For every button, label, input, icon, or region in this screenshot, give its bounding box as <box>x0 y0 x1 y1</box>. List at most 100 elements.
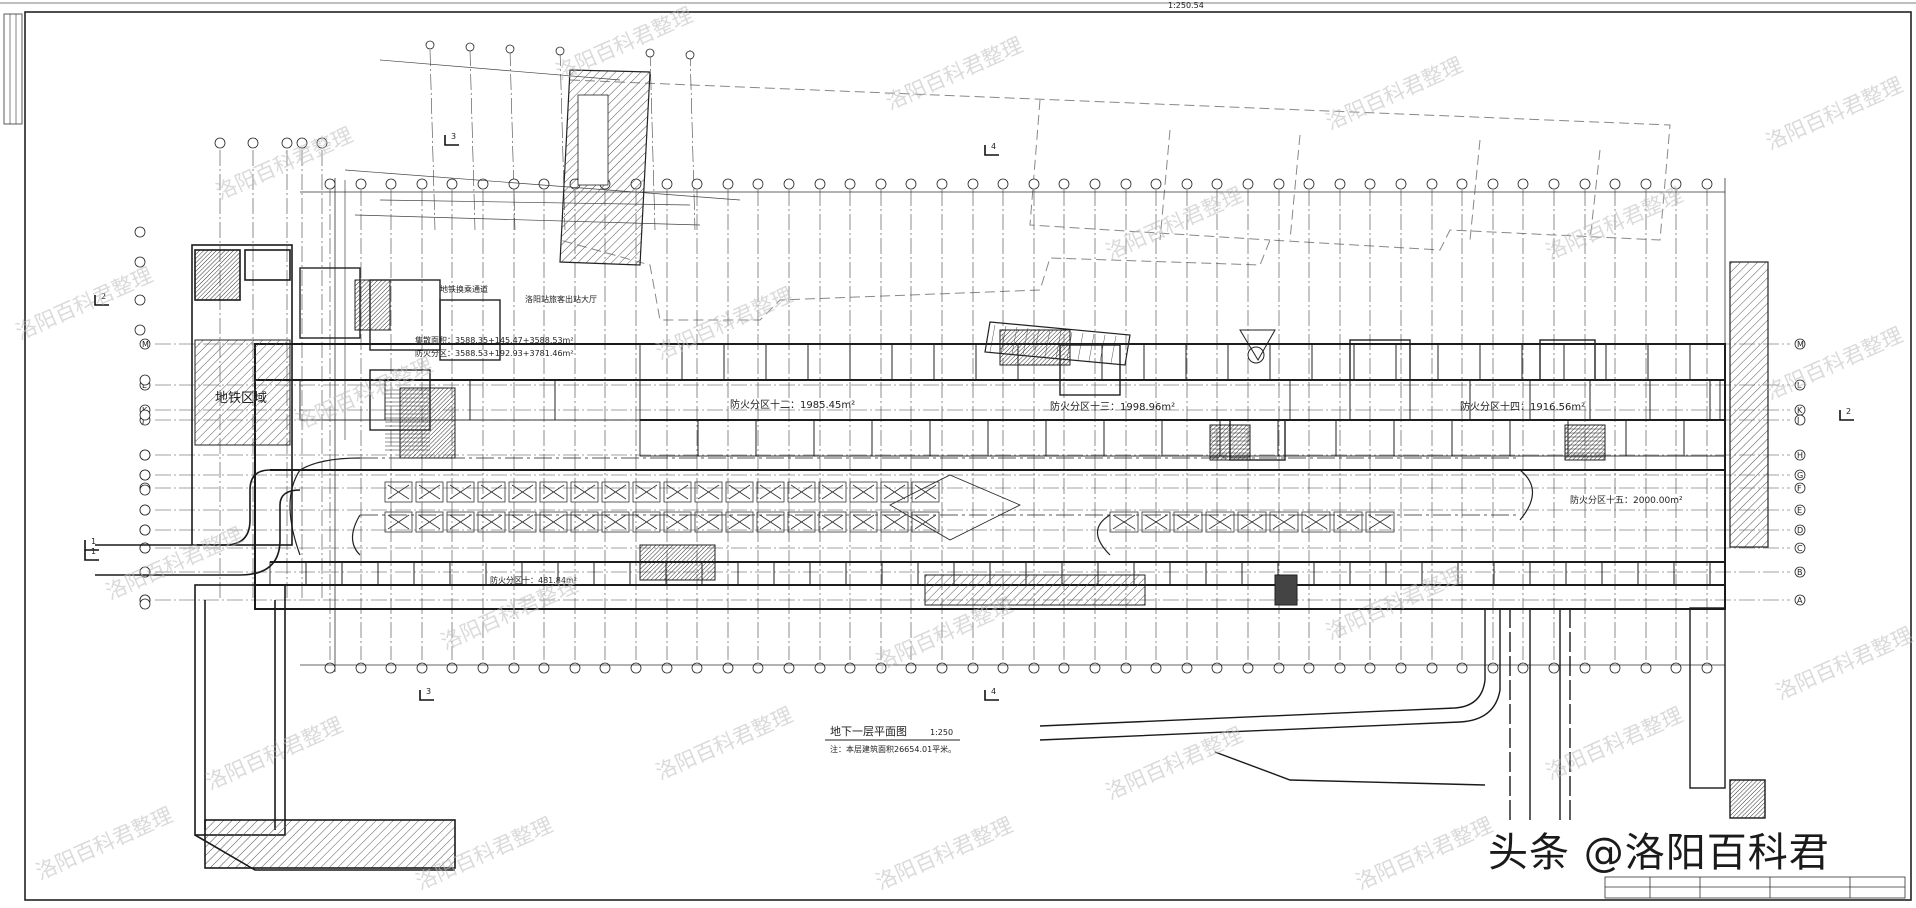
section-cut-label: 4 <box>991 687 996 696</box>
axis-bubble <box>875 178 887 190</box>
axis-bubble <box>1058 662 1070 674</box>
axis-bubble <box>1640 662 1652 674</box>
section-cut-mark <box>984 690 999 701</box>
axis-bubble <box>1028 662 1040 674</box>
escalator-step <box>1110 335 1117 364</box>
room <box>1313 561 1351 586</box>
parking-bay-mark <box>821 514 844 530</box>
axis-bubble <box>324 178 336 190</box>
left-axis-bubble <box>139 484 151 496</box>
parking-bay-mark <box>635 484 658 500</box>
axis-bubble <box>844 178 856 190</box>
escalator-step <box>1088 333 1095 362</box>
parking-bay-mark <box>852 484 875 500</box>
parking-bay <box>415 511 444 533</box>
watermark-text: 洛阳百科君整理 <box>1772 623 1916 705</box>
parking-bay-mark <box>542 514 565 530</box>
zone-label: 防火分区十五：2000.00m² <box>1570 494 1683 506</box>
escalator-step <box>989 324 996 353</box>
axis-bubble <box>1364 662 1376 674</box>
parking-bay-mark <box>635 514 658 530</box>
left-axis-bubble <box>139 504 151 516</box>
axis-bubble <box>1028 178 1040 190</box>
axis-bubble <box>1242 178 1254 190</box>
plan-title-block: 地下一层平面图 1:250 注：本层建筑面积26654.01平米。 <box>825 725 960 754</box>
row-axis-label: M <box>142 340 149 349</box>
axis-bubble <box>722 662 734 674</box>
axis-bubble <box>214 137 226 149</box>
stair-core <box>1349 339 1411 381</box>
column-axis-line <box>509 49 516 231</box>
escalator-step <box>1077 332 1084 361</box>
room <box>1673 561 1711 586</box>
room <box>1393 419 1453 457</box>
axis-bubble <box>1670 662 1682 674</box>
axis-bubble <box>844 662 856 674</box>
room <box>1589 379 1651 421</box>
room <box>737 561 775 586</box>
axis-bubble <box>538 662 550 674</box>
watermark-text: 洛阳百科君整理 <box>1102 183 1246 265</box>
row-axis-label: M <box>1797 340 1804 349</box>
room <box>269 561 307 586</box>
zone-labels: 地铁区域集散面积：3588.35+145.47+3588.53m²防火分区：35… <box>215 284 1683 585</box>
axis-bubble <box>1334 178 1346 190</box>
parking-bay <box>632 481 661 503</box>
parking-bay-mark <box>573 484 596 500</box>
room <box>1241 561 1279 586</box>
watermark-text: 洛阳百科君整理 <box>1102 723 1246 805</box>
parking-bay-mark <box>604 484 627 500</box>
parking-bay <box>1205 511 1235 533</box>
section-cut-mark <box>984 145 999 156</box>
axis-bubble <box>355 178 367 190</box>
axis-bubble <box>661 662 673 674</box>
parking-bay <box>446 511 475 533</box>
room <box>1277 419 1337 457</box>
room <box>1493 561 1531 586</box>
room <box>1625 419 1685 457</box>
parking-bay <box>911 481 940 503</box>
parking-bay <box>1269 511 1299 533</box>
parking-bay <box>570 511 599 533</box>
parking-bay-mark <box>1336 514 1360 530</box>
author-credit: 头条 @洛阳百科君 <box>1488 830 1830 876</box>
room <box>1143 343 1187 381</box>
column-axis-line <box>429 49 436 231</box>
parking-bay-mark <box>666 514 689 530</box>
parking-bay-mark <box>1112 514 1136 530</box>
zone-label: 防火分区十二：1985.45m² <box>730 398 855 411</box>
axis-bubble <box>1609 662 1621 674</box>
section-cut-label: 4 <box>991 142 996 151</box>
room <box>1289 379 1351 421</box>
axis-bubble <box>691 178 703 190</box>
escalator-step <box>1099 334 1106 363</box>
watermark-text: 洛阳百科君整理 <box>1762 323 1906 405</box>
column-grid <box>155 49 1790 660</box>
axis-bubble <box>722 178 734 190</box>
parking-bay-mark <box>728 514 751 530</box>
section-cut-mark <box>1839 410 1854 421</box>
row-axis-label: H <box>1797 451 1803 460</box>
row-axis-bubble <box>1794 379 1806 391</box>
room <box>1205 561 1243 586</box>
parking-bay <box>787 511 816 533</box>
row-axis-label: B <box>1797 568 1803 577</box>
room <box>1689 343 1726 381</box>
axis-bubble <box>1150 662 1162 674</box>
room <box>807 343 851 381</box>
top-scale-label: 1:250.54 <box>1168 1 1204 10</box>
section-cut-label: 2 <box>101 292 106 301</box>
row-axis-label: J <box>141 416 144 425</box>
row-axis-label: G <box>1797 471 1803 480</box>
row-axis-bubble <box>1794 449 1806 461</box>
axis-bubble <box>783 178 795 190</box>
parking-bay <box>446 481 475 503</box>
axis-bubble <box>1395 662 1407 674</box>
parking-bay-mark <box>1144 514 1168 530</box>
watermark-text: 洛阳百科君整理 <box>1352 813 1496 895</box>
parking-bay <box>663 511 692 533</box>
axis-bubble <box>569 662 581 674</box>
row-axis-bubble <box>139 338 151 350</box>
